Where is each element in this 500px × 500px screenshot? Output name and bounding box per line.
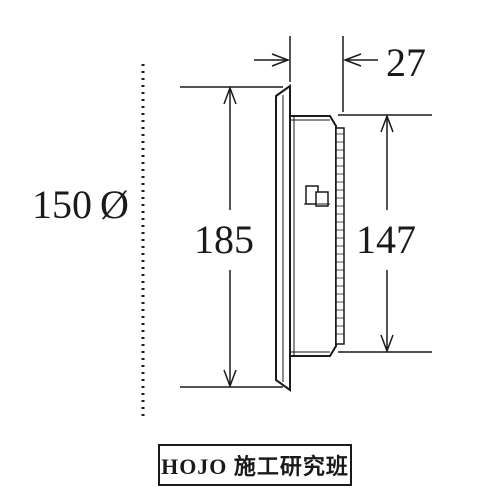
- inner-height-dimension: [338, 113, 432, 354]
- inner-height-value: 147: [356, 217, 416, 262]
- title-label: HOJO 施工研究班: [161, 454, 349, 479]
- diameter-symbol: Ø: [100, 182, 129, 227]
- rear-grille: [335, 127, 345, 345]
- body-outline: [290, 115, 337, 357]
- title-box: HOJO 施工研究班: [158, 444, 352, 486]
- diameter-value: 150: [32, 182, 92, 227]
- clip-detail: [304, 185, 330, 207]
- outer-height-dimension: [180, 85, 283, 389]
- depth-dimension: [254, 36, 378, 112]
- outer-height-value: 185: [194, 217, 254, 262]
- part-side-view: [275, 84, 345, 392]
- depth-value: 27: [386, 40, 426, 85]
